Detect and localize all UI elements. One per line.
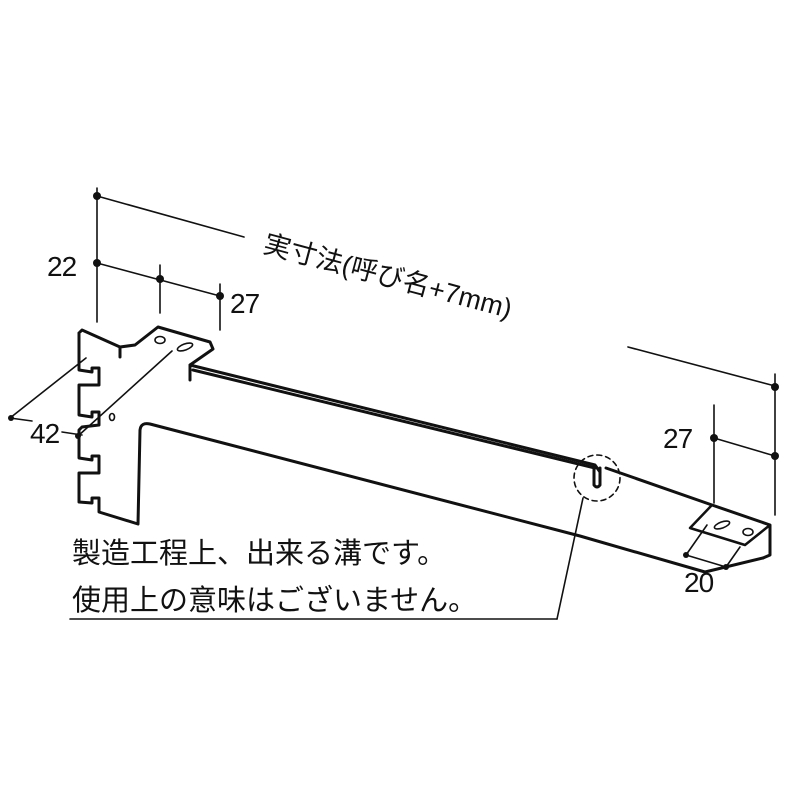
overall-length-label: 実寸法(呼び名+7mm) — [260, 229, 515, 324]
note-line-1: 製造工程上、出来る溝です。 — [72, 536, 446, 570]
note-leader — [69, 497, 584, 620]
dimension-dots — [8, 192, 779, 570]
dim-label-20: 20 — [684, 567, 714, 598]
dim-label-27-top: 27 — [230, 288, 260, 319]
dim-label-22: 22 — [47, 251, 77, 282]
dimension-lines — [9, 187, 776, 568]
dim-label-27-end: 27 — [663, 423, 693, 454]
groove-callout-circle — [573, 454, 621, 502]
bracket-holes — [108, 335, 754, 537]
bracket-outline — [77, 325, 772, 574]
dim-label-42: 42 — [30, 418, 60, 449]
note-line-2: 使用上の意味はございません。 — [72, 583, 477, 617]
